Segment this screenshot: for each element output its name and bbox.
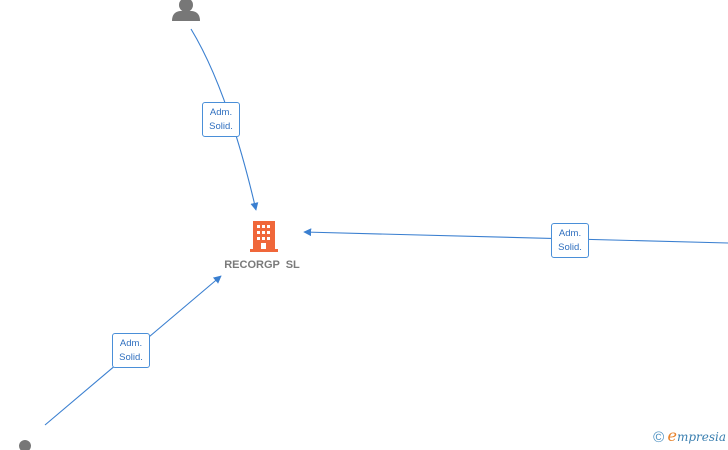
edge-label-line2: Solid. [209, 121, 233, 132]
edge-label-line1: Adm. [558, 228, 582, 239]
copyright-symbol: © [653, 429, 665, 446]
building-icon[interactable] [250, 221, 278, 252]
person-icon[interactable] [172, 0, 200, 21]
brand-name: mpresia [676, 430, 726, 444]
edge-label-right[interactable]: Adm. Solid. [551, 223, 589, 258]
edge-label-line1: Adm. [209, 107, 233, 118]
edge-right-to-company [303, 228, 728, 244]
edge-label-line2: Solid. [119, 352, 143, 363]
brand-initial: e [667, 426, 677, 445]
edge-label-bottom-left[interactable]: Adm. Solid. [112, 333, 150, 368]
edge-label-line2: Solid. [558, 242, 582, 253]
company-name[interactable]: RECORGP SL [224, 259, 300, 271]
person-icon[interactable] [12, 440, 38, 450]
edge-label-line1: Adm. [119, 338, 143, 349]
empresia-watermark[interactable]: © empresia [653, 426, 726, 446]
edge-label-top[interactable]: Adm. Solid. [202, 102, 240, 137]
